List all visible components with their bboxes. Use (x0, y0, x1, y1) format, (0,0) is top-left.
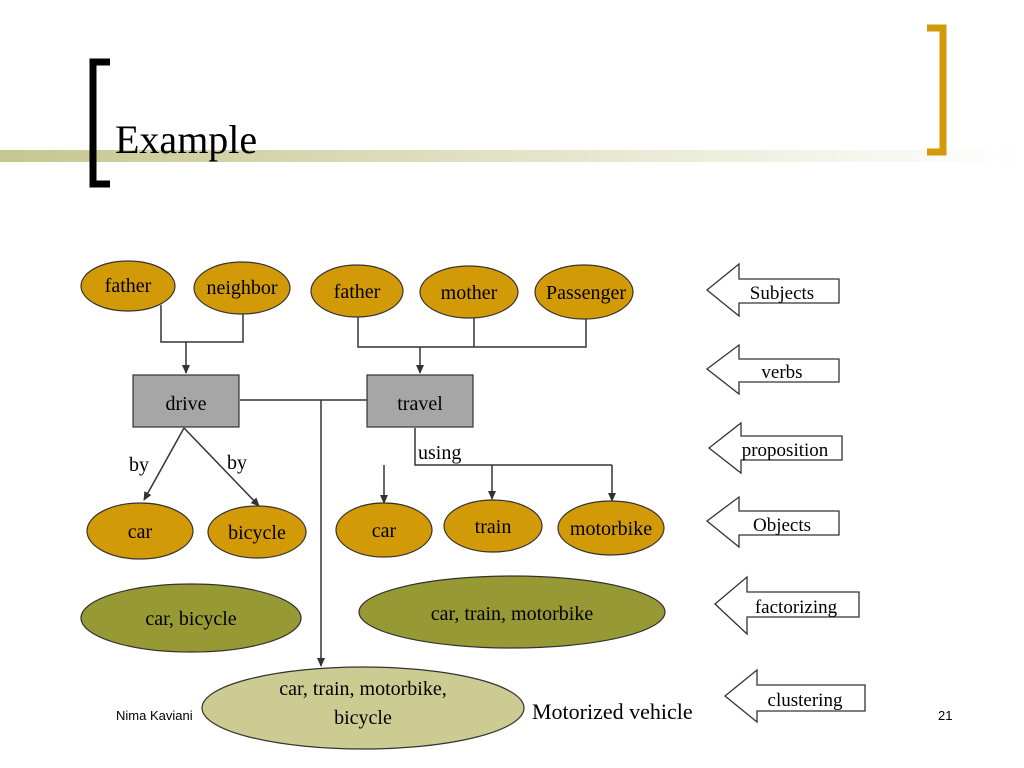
verb-box-drive: drive (132, 374, 240, 428)
svg-text:car: car (128, 521, 153, 543)
legend-arrow-factorizing: factorizing (714, 575, 860, 636)
svg-text:car, train, motorbike,: car, train, motorbike, (279, 678, 446, 700)
edge-label-by-left: by (129, 454, 149, 476)
right-bracket (927, 24, 947, 156)
legend-arrow-proposition: proposition (707, 421, 843, 475)
page-number: 21 (938, 708, 952, 723)
cluster-label: Motorized vehicle (532, 699, 693, 724)
svg-text:drive: drive (165, 393, 206, 415)
svg-text:verbs: verbs (761, 362, 802, 383)
object-node-motorbike: motorbike (557, 500, 665, 556)
svg-text:neighbor: neighbor (206, 277, 277, 299)
svg-text:car: car (372, 520, 397, 542)
subject-node-passenger: Passenger (534, 264, 634, 320)
svg-text:Subjects: Subjects (750, 283, 814, 304)
svg-text:Objects: Objects (753, 515, 811, 536)
subject-node-father-1: father (80, 260, 176, 312)
legend-arrow-verbs: verbs (705, 343, 840, 396)
subject-node-mother: mother (419, 265, 519, 319)
edge-label-using: using (418, 442, 461, 464)
legend-arrow-objects: Objects (705, 495, 840, 549)
svg-text:motorbike: motorbike (570, 518, 652, 540)
left-bracket (89, 58, 110, 188)
svg-text:travel: travel (397, 393, 443, 415)
connectors (143, 305, 616, 667)
svg-text:bicycle: bicycle (228, 522, 286, 544)
svg-text:car, train, motorbike: car, train, motorbike (431, 603, 594, 625)
object-node-car-2: car (335, 502, 433, 558)
object-node-bicycle: bicycle (207, 505, 307, 559)
svg-text:proposition: proposition (742, 440, 829, 461)
svg-text:mother: mother (441, 282, 498, 304)
legend-arrow-subjects: Subjects (705, 262, 840, 318)
svg-text:bicycle: bicycle (334, 707, 392, 729)
subject-node-father-2: father (310, 264, 404, 318)
svg-text:clustering: clustering (768, 690, 843, 711)
legend-arrow-clustering: clustering (723, 668, 866, 724)
factor-node-drive: car, bicycle (80, 583, 302, 653)
subject-node-neighbor: neighbor (193, 261, 291, 315)
svg-text:father: father (334, 281, 381, 303)
svg-text:father: father (105, 275, 152, 297)
svg-text:factorizing: factorizing (755, 597, 838, 618)
svg-text:Passenger: Passenger (546, 282, 626, 304)
svg-text:train: train (475, 516, 512, 538)
slide-title: Example (115, 117, 257, 162)
cluster-node: car, train, motorbike, bicycle (201, 666, 525, 750)
factor-node-travel: car, train, motorbike (358, 575, 666, 649)
verb-box-travel: travel (366, 374, 474, 428)
svg-text:car, bicycle: car, bicycle (145, 608, 236, 630)
edge-label-by-right: by (227, 452, 247, 474)
object-node-train: train (443, 499, 543, 553)
footer-author: Nima Kaviani (116, 708, 193, 723)
object-node-car-1: car (86, 502, 194, 560)
title-band (0, 150, 1024, 162)
